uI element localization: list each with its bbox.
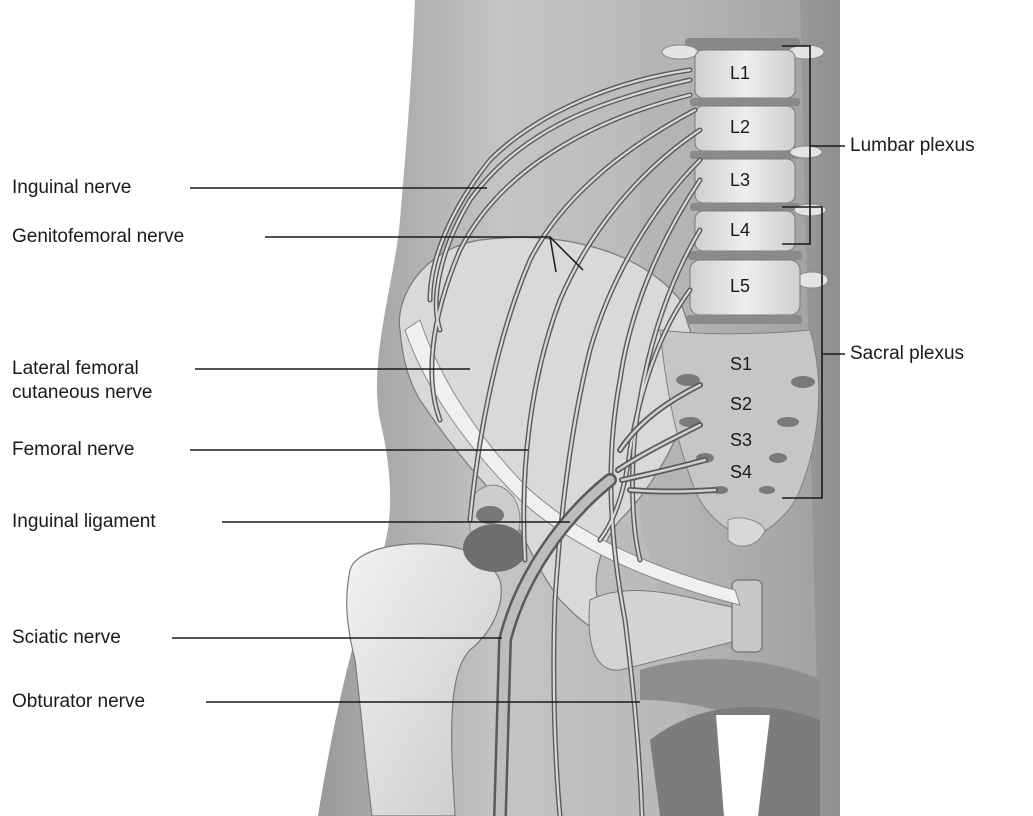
vertebra-label-l4: L4: [730, 220, 750, 241]
lateral-femoral-label-line1: Lateral femoral: [12, 358, 139, 380]
vertebra-label-l1: L1: [730, 63, 750, 84]
lumbar-plexus-label: Lumbar plexus: [850, 135, 975, 157]
genitofemoral-nerve-label: Genitofemoral nerve: [12, 226, 184, 248]
vertebra-label-s4: S4: [730, 462, 752, 483]
vertebra-label-s3: S3: [730, 430, 752, 451]
vertebra-label-l2: L2: [730, 117, 750, 138]
vertebra-label-s2: S2: [730, 394, 752, 415]
inguinal-ligament-label: Inguinal ligament: [12, 511, 156, 533]
lateral-femoral-label-line2: cutaneous nerve: [12, 382, 153, 404]
vertebra-label-l3: L3: [730, 170, 750, 191]
obturator-nerve-label: Obturator nerve: [12, 691, 145, 713]
femoral-nerve-label: Femoral nerve: [12, 439, 135, 461]
sciatic-nerve-label: Sciatic nerve: [12, 627, 121, 649]
vertebra-label-l5: L5: [730, 276, 750, 297]
vertebra-label-s1: S1: [730, 354, 752, 375]
sacral-plexus-label: Sacral plexus: [850, 343, 964, 365]
inguinal-nerve-label: Inguinal nerve: [12, 177, 131, 199]
